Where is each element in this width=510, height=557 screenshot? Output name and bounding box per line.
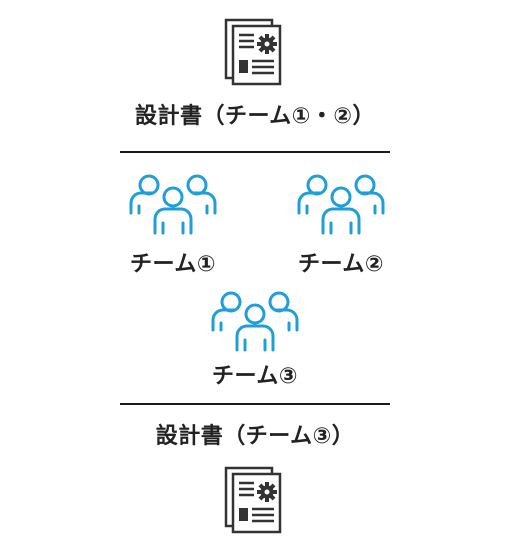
team-3-label: チーム③ — [212, 364, 298, 389]
team-icon — [297, 174, 385, 235]
top-doc-label: 設計書（チーム①・②） — [134, 104, 376, 129]
top-divider — [120, 151, 390, 153]
document-gear-icon — [224, 18, 282, 86]
bottom-doc-label: 設計書（チーム③） — [155, 424, 355, 449]
team-2-label: チーム② — [298, 252, 384, 277]
bottom-divider — [120, 403, 390, 405]
team-1-label: チーム① — [130, 252, 216, 277]
team-icon — [129, 174, 217, 235]
team-icon — [211, 291, 299, 352]
document-gear-icon — [224, 466, 282, 534]
